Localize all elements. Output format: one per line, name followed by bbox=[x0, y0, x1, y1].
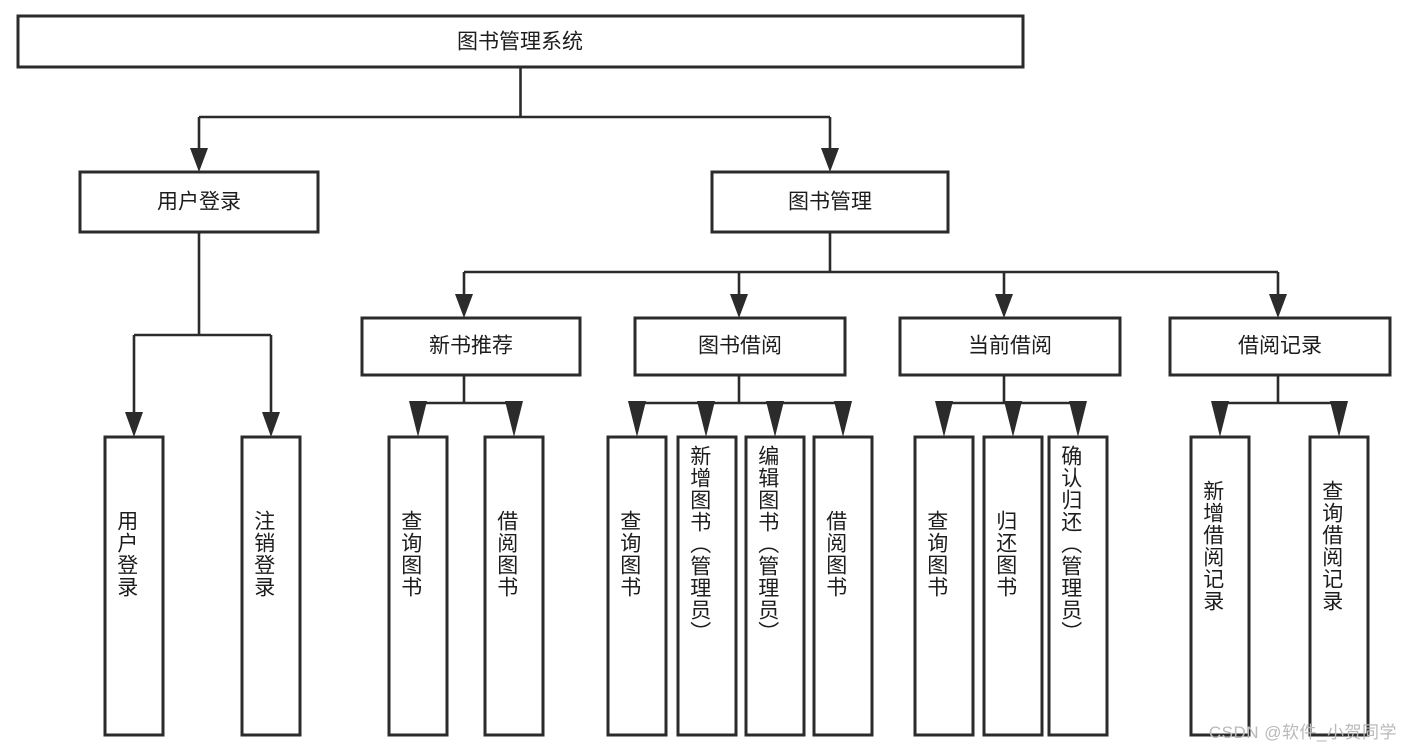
node-new-book-recommend[interactable]: 新书推荐 bbox=[360, 316, 582, 377]
node-current-borrow[interactable]: 当前借阅 bbox=[898, 316, 1122, 377]
arrowhead-to-leaf-query-books-3 bbox=[935, 401, 953, 437]
leaf-box-return-book[interactable] bbox=[982, 435, 1044, 737]
arrowhead-to-user-login bbox=[190, 148, 208, 172]
arrowhead-to-new-book-recommend bbox=[455, 294, 473, 318]
arrowhead-to-leaf-user-login bbox=[125, 412, 143, 437]
arrowhead-to-leaf-query-books-2 bbox=[628, 401, 646, 437]
arrowhead-to-leaf-return-book bbox=[1004, 401, 1022, 437]
leaf-box-query-books-1[interactable] bbox=[387, 435, 449, 737]
arrowhead-to-book-management bbox=[821, 148, 839, 172]
arrowhead-to-leaf-query-books-1 bbox=[409, 401, 427, 437]
node-layer: 图书管理系统 用户登录 图书管理 新书推荐 图书借阅 当前 bbox=[16, 14, 1392, 737]
arrowhead-to-leaf-borrow-books-1 bbox=[505, 401, 523, 437]
arrowhead-to-leaf-edit-book bbox=[766, 401, 784, 437]
arrowhead-to-leaf-add-book bbox=[697, 401, 715, 437]
leaf-box-edit-book[interactable] bbox=[744, 435, 806, 737]
leaf-box-add-record[interactable] bbox=[1189, 435, 1251, 737]
node-user-login[interactable]: 用户登录 bbox=[78, 170, 320, 234]
csdn-watermark: CSDN @软件_小贺同学 bbox=[1208, 723, 1397, 742]
node-book-management-label: 图书管理 bbox=[788, 191, 872, 214]
node-title-label: 图书管理系统 bbox=[457, 31, 583, 54]
leaf-box-query-books-2[interactable] bbox=[606, 435, 668, 737]
arrowhead-to-current-borrow bbox=[995, 294, 1013, 318]
arrowhead-to-borrow-record bbox=[1269, 294, 1287, 318]
leaf-box-borrow-books-1[interactable] bbox=[483, 435, 545, 737]
leaf-box-logout-login[interactable] bbox=[240, 435, 302, 737]
arrowhead-to-leaf-borrow-books-2 bbox=[834, 401, 852, 437]
node-current-borrow-label: 当前借阅 bbox=[968, 335, 1052, 358]
leaf-box-borrow-books-2[interactable] bbox=[812, 435, 874, 737]
node-user-login-label: 用户登录 bbox=[157, 191, 241, 214]
node-title[interactable]: 图书管理系统 bbox=[16, 14, 1025, 69]
node-book-borrow[interactable]: 图书借阅 bbox=[633, 316, 847, 377]
arrowhead-to-book-borrow bbox=[730, 294, 748, 318]
leaf-box-user-login[interactable] bbox=[103, 435, 165, 737]
leaf-box-confirm-return[interactable] bbox=[1047, 435, 1109, 737]
arrowhead-layer bbox=[125, 148, 1348, 437]
node-borrow-record[interactable]: 借阅记录 bbox=[1168, 316, 1392, 377]
node-book-borrow-label: 图书借阅 bbox=[698, 335, 782, 358]
node-new-book-recommend-label: 新书推荐 bbox=[429, 335, 513, 358]
leaf-box-query-books-3[interactable] bbox=[913, 435, 975, 737]
arrowhead-to-leaf-confirm-return bbox=[1069, 401, 1087, 437]
arrowhead-to-leaf-logout-login bbox=[262, 412, 280, 437]
arrowhead-to-leaf-add-record bbox=[1211, 401, 1229, 437]
node-borrow-record-label: 借阅记录 bbox=[1238, 335, 1322, 358]
leaf-box-add-book[interactable] bbox=[676, 435, 738, 737]
arrowhead-to-leaf-query-record bbox=[1330, 401, 1348, 437]
leaf-box-query-record[interactable] bbox=[1308, 435, 1370, 737]
node-book-management[interactable]: 图书管理 bbox=[710, 170, 950, 234]
leaf-boxes bbox=[103, 435, 1370, 737]
